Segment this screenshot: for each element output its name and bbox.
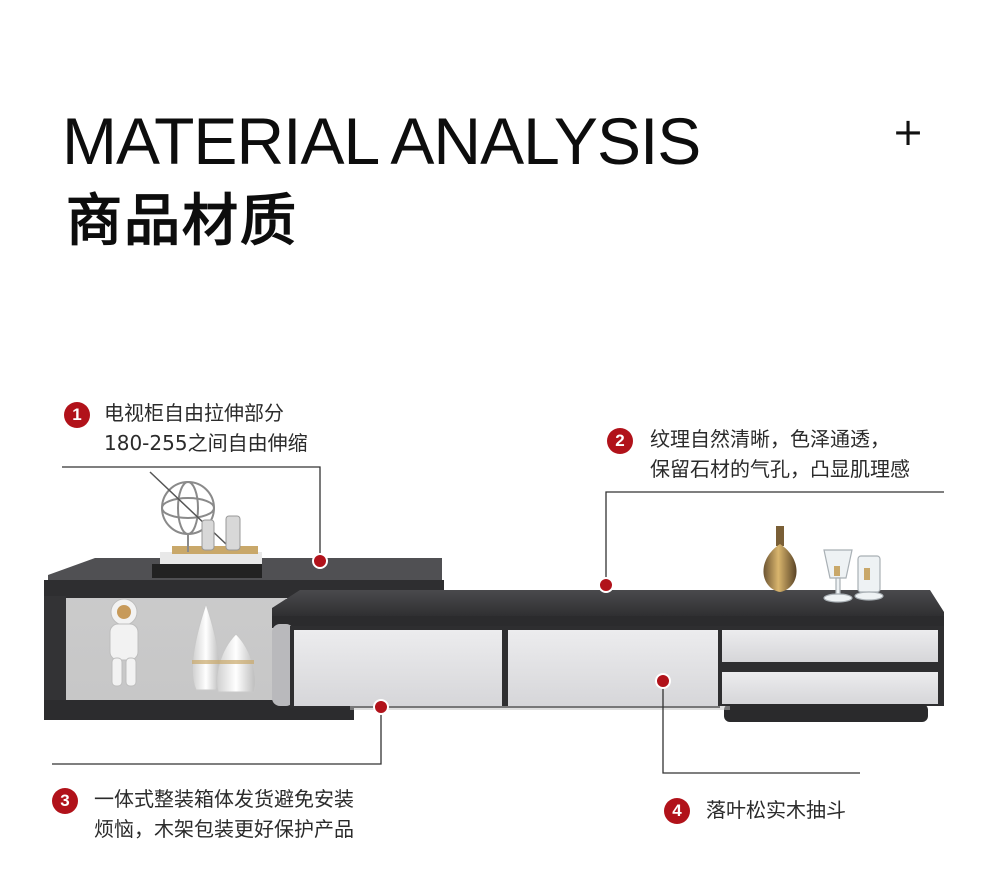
crystal-glasses-decor (823, 549, 884, 603)
astronaut-decor (109, 598, 139, 687)
callout-dots (312, 553, 671, 715)
callout-3-line-1: 一体式整装箱体发货避免安装 (94, 787, 354, 811)
globe-decor (149, 471, 227, 552)
callout-2-line-2: 保留石材的气孔，凸显肌理感 (650, 457, 910, 481)
callout-lines (52, 466, 944, 774)
plus-icon[interactable]: + (892, 110, 924, 154)
anchor-dot-2 (598, 577, 614, 593)
callout-1-line-1: 电视柜自由拉伸部分 (104, 401, 284, 425)
title-english: MATERIAL ANALYSIS (62, 104, 701, 178)
callout-3: 一体式整装箱体发货避免安装 烦恼，木架包装更好保护产品 (94, 784, 354, 844)
leader-line-4 (662, 681, 860, 774)
callout-badge-3: 3 (52, 788, 78, 814)
callout-4-line-1: 落叶松实木抽斗 (706, 798, 846, 822)
leader-line-3 (52, 708, 382, 765)
glass-decor-left (201, 515, 241, 551)
callout-3-line-2: 烦恼，木架包装更好保护产品 (94, 817, 354, 841)
anchor-dot-3 (373, 699, 389, 715)
callout-4: 落叶松实木抽斗 (706, 795, 846, 825)
books-decor (152, 546, 262, 578)
leader-line-1 (62, 466, 321, 560)
main-cabinet (272, 590, 944, 722)
anchor-dot-4 (655, 673, 671, 689)
leader-line-2 (605, 491, 944, 584)
white-vases-decor (191, 602, 256, 693)
callout-2-line-1: 纹理自然清晰，色泽通透， (650, 427, 890, 451)
callout-2: 纹理自然清晰，色泽通透， 保留石材的气孔，凸显肌理感 (650, 424, 910, 484)
title-chinese: 商品材质 (66, 189, 298, 254)
callout-badge-2: 2 (607, 428, 633, 454)
callout-badge-4: 4 (664, 798, 690, 824)
anchor-dot-1 (312, 553, 328, 569)
gold-vase-decor (763, 526, 797, 592)
callout-1-line-2: 180-255之间自由伸缩 (104, 431, 308, 455)
callout-1: 电视柜自由拉伸部分 180-255之间自由伸缩 (104, 398, 308, 458)
callout-badge-1: 1 (64, 402, 90, 428)
